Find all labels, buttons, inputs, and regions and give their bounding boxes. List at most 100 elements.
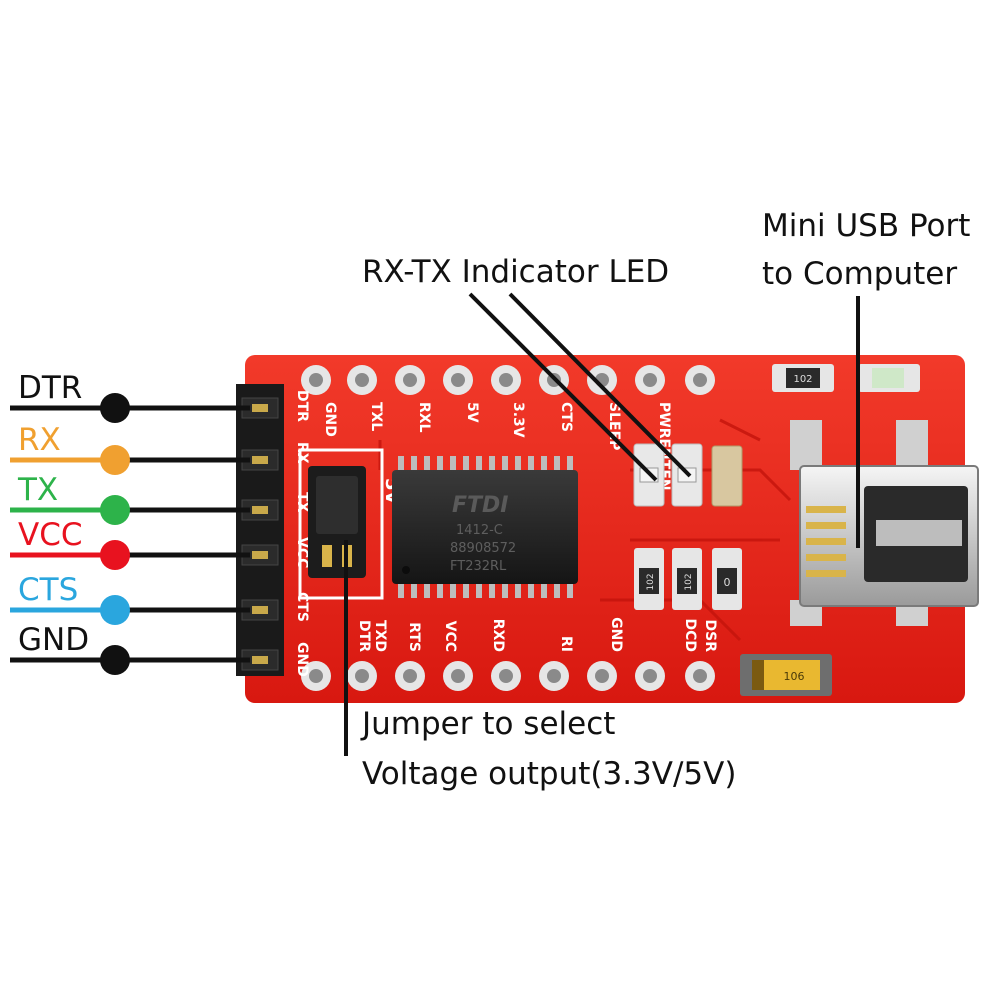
top-through-holes — [301, 365, 715, 395]
header-pin-contact-5 — [252, 606, 268, 614]
top-silk-5v: 5V — [464, 402, 480, 423]
top-silk-33v: 3.3V — [510, 402, 526, 438]
pin-dot-rx — [100, 445, 130, 475]
bottom-silk-txd-1: TXD — [372, 620, 388, 652]
pin-label-gnd: GND — [18, 622, 89, 658]
top-hole-center-2 — [355, 373, 369, 387]
pin-dot-cts — [100, 595, 130, 625]
bottom-hole-center-6 — [547, 669, 561, 683]
chip-leg-top-12 — [541, 456, 547, 472]
chip-leg-top-13 — [554, 456, 560, 472]
resistor-row: 102 102 0 — [634, 548, 742, 610]
usb-callout-line-1: Mini USB Port — [762, 208, 970, 244]
chip-leg-bottom-9 — [502, 582, 508, 598]
bottom-through-holes — [301, 661, 715, 691]
chip-leg-bottom-14 — [567, 582, 573, 598]
header-pin-contact-6 — [252, 656, 268, 664]
chip-leg-bottom-7 — [476, 582, 482, 598]
chip-leg-bottom-6 — [463, 582, 469, 598]
jumper-cap — [316, 476, 358, 534]
usb-pad-left — [790, 420, 822, 470]
smd-component-right — [711, 445, 743, 507]
top-right-components: 102 — [772, 364, 928, 626]
jumper-callout-line-1: Jumper to select — [360, 706, 615, 742]
capacitor-stripe — [752, 660, 764, 690]
top-silk-sleep: SLEEP — [606, 402, 622, 450]
header-pin-contact-4 — [252, 551, 268, 559]
led-callout-text: RX-TX Indicator LED — [362, 254, 669, 290]
chip-leg-top-4 — [437, 456, 443, 472]
chip-line-3: FT232RL — [450, 559, 507, 574]
pin-label-cts: CTS — [18, 572, 78, 608]
top-right-resistor-body — [786, 368, 820, 388]
top-silk-gnd: GND — [322, 402, 338, 437]
jumper-callout: Jumper to select Voltage output(3.3V/5V) — [344, 540, 736, 792]
resistor-3-body — [717, 568, 737, 594]
power-led-window — [872, 368, 904, 388]
chip-leg-bottom-13 — [554, 582, 560, 598]
chip-body — [392, 470, 578, 584]
bottom-hole-center-4 — [451, 669, 465, 683]
chip-brand-text: FTDI — [452, 493, 508, 518]
top-hole-center-9 — [693, 373, 707, 387]
chip-leg-bottom-2 — [411, 582, 417, 598]
tantalum-capacitor: 106 — [740, 654, 832, 696]
chip-leg-top-3 — [424, 456, 430, 472]
header-housing — [236, 384, 284, 676]
header-pin-contact-1 — [252, 404, 268, 412]
bottom-silk-dtr-0: DTR — [356, 620, 372, 652]
bottom-hole-center-8 — [643, 669, 657, 683]
chip-leg-bottom-8 — [489, 582, 495, 598]
jumper-callout-line-2: Voltage output(3.3V/5V) — [362, 756, 736, 792]
chip-leg-bottom-1 — [398, 582, 404, 598]
chip-leg-bottom-3 — [424, 582, 430, 598]
pin-dot-tx — [100, 495, 130, 525]
usb-pad-right — [896, 420, 928, 470]
left-pin-header — [236, 384, 284, 676]
top-hole-center-4 — [451, 373, 465, 387]
pin-label-rx: RX — [18, 422, 61, 458]
chip-leg-top-11 — [528, 456, 534, 472]
usb-tongue — [876, 520, 962, 546]
led-pointer-1 — [468, 292, 658, 482]
top-silk-cts: CTS — [558, 402, 574, 432]
chip-legs — [398, 456, 573, 598]
top-silk-txl: TXL — [368, 402, 384, 431]
chip-line-1: 1412-C — [456, 523, 503, 538]
pin-dot-vcc — [100, 540, 130, 570]
left-silk-gnd: GND — [294, 642, 310, 677]
bottom-silk-rts-2: RTS — [406, 622, 422, 652]
chip-leg-top-10 — [515, 456, 521, 472]
pin-dot-dtr — [100, 393, 130, 423]
chip-leg-top-14 — [567, 456, 573, 472]
left-silk-vcc: VCC — [294, 537, 310, 568]
top-hole-center-5 — [499, 373, 513, 387]
left-silk-rx: RX — [294, 442, 310, 464]
bottom-hole-center-9 — [693, 669, 707, 683]
led-callout: RX-TX Indicator LED — [362, 254, 692, 482]
left-silk-dtr: DTR — [294, 390, 310, 422]
chip-leg-bottom-11 — [528, 582, 534, 598]
left-silk-tx: TX — [294, 492, 310, 513]
chip-pin1-dot — [402, 566, 410, 574]
board-body — [245, 355, 965, 703]
chip-leg-top-6 — [463, 456, 469, 472]
header-pin-contact-2 — [252, 456, 268, 464]
resistor-2-code: 102 — [684, 573, 694, 590]
chip-leg-top-1 — [398, 456, 404, 472]
left-silk-cts: CTS — [294, 592, 310, 622]
chip-leg-top-5 — [450, 456, 456, 472]
resistor-3-code: 0 — [724, 576, 731, 589]
resistor-1-code: 102 — [646, 573, 656, 590]
resistor-2-body — [677, 568, 697, 594]
ftdi-chip: FTDI 1412-C 88908572 FT232RL — [392, 456, 578, 598]
mini-usb-port — [799, 465, 979, 607]
bottom-hole-center-5 — [499, 669, 513, 683]
chip-leg-bottom-4 — [437, 582, 443, 598]
chip-leg-bottom-10 — [515, 582, 521, 598]
bottom-hole-center-3 — [403, 669, 417, 683]
bottom-hole-center-2 — [355, 669, 369, 683]
bottom-hole-center-7 — [595, 669, 609, 683]
